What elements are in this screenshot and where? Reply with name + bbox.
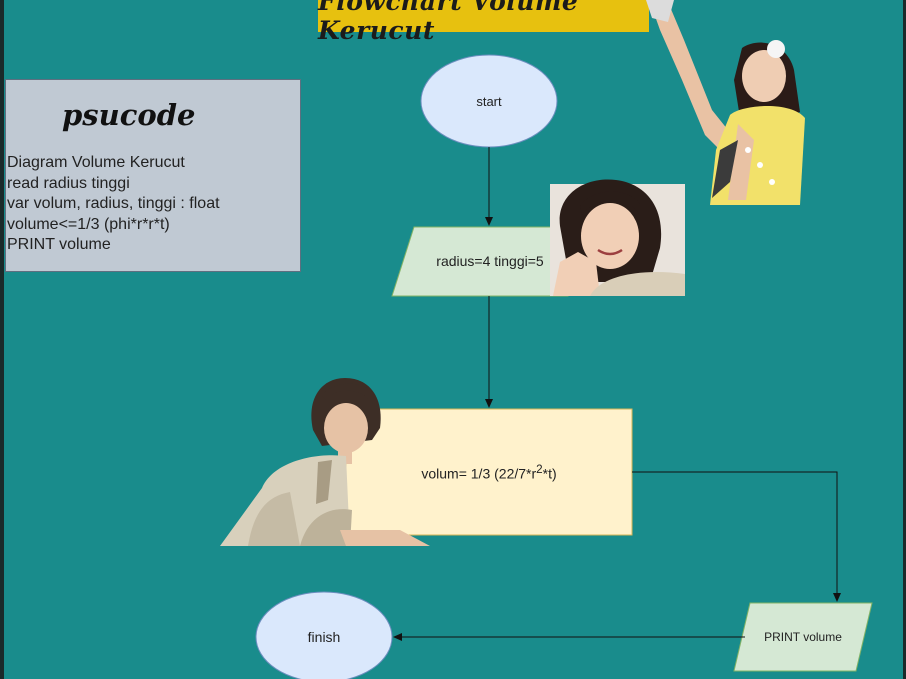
pseudocode-lines: Diagram Volume Kerucut read radius tingg… bbox=[7, 153, 297, 256]
end-text: finish bbox=[307, 629, 341, 645]
output-node[interactable] bbox=[733, 602, 873, 672]
output-text: PRINT volume bbox=[764, 630, 842, 644]
pseudocode-line: var volum, radius, tinggi : float bbox=[7, 195, 220, 212]
start-label: start bbox=[421, 78, 557, 124]
photo-girl-waving bbox=[646, 0, 805, 205]
arrow-process-to-output bbox=[632, 471, 841, 602]
input-label: radius=4 tinggi=5 bbox=[410, 241, 570, 281]
pseudocode-line: volume<=1/3 (phi*r*r*t) bbox=[7, 215, 170, 233]
input-text: radius=4 tinggi=5 bbox=[436, 253, 544, 269]
pseudocode-heading: psucode bbox=[62, 98, 196, 132]
process-text-superscript: 2 bbox=[536, 462, 543, 476]
end-label: finish bbox=[256, 617, 392, 657]
process-text-prefix: volum= 1/3 (22/7*r bbox=[421, 465, 537, 482]
photo-girl-sitting bbox=[220, 378, 430, 546]
title-banner: Flowchart Volume Kerucut bbox=[318, 0, 649, 45]
pseudocode-line: read radius tinggi bbox=[7, 174, 130, 192]
process-node[interactable] bbox=[345, 408, 633, 536]
process-label: volum= 1/3 (22/7*r2*t) bbox=[346, 452, 632, 492]
title-text: Flowchart Volume Kerucut bbox=[318, 0, 579, 45]
start-text: start bbox=[476, 93, 502, 109]
process-text: volum= 1/3 (22/7*r2*t) bbox=[421, 463, 556, 482]
photo-girl-smiling bbox=[550, 179, 685, 296]
end-node[interactable] bbox=[255, 591, 393, 679]
process-text-suffix: *t) bbox=[542, 465, 557, 482]
pseudocode-line: Diagram Volume Kerucut bbox=[7, 154, 185, 171]
pseudocode-line: PRINT volume bbox=[7, 236, 111, 253]
pseudocode-box bbox=[5, 79, 301, 272]
output-label: PRINT volume bbox=[745, 622, 861, 652]
